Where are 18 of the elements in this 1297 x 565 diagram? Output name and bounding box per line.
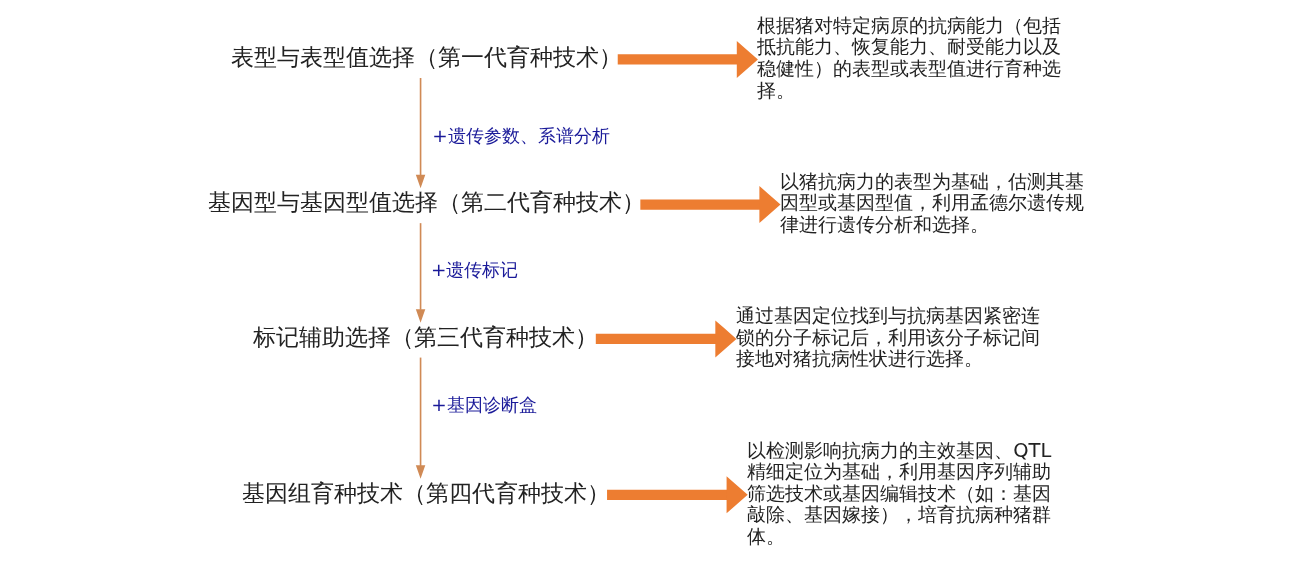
edge-label: +遗传标记 xyxy=(431,259,519,281)
arrow xyxy=(415,356,426,479)
node-text: 基因组育种技术（第四代育种技术） xyxy=(241,479,610,506)
node-text: 通过基因定位找到与抗病基因紧密连锁的分子标记后，利用该分子标记间接地对猪抗病性状进行选择。 xyxy=(735,304,1040,371)
arrow xyxy=(415,222,426,323)
node-text: 根据猪对特定病原的抗病能力（包括抵抗能力、恢复能力、耐受能力以及稳健性）的表型或表型值进行育种选择。 xyxy=(757,13,1062,102)
arrow xyxy=(640,186,781,224)
node-text: 表型与表型值选择（第一代育种技术） xyxy=(230,44,622,71)
arrow xyxy=(607,476,748,514)
node-text: 标记辅助选择（第三代育种技术） xyxy=(252,323,598,350)
arrow xyxy=(617,40,758,78)
arrow xyxy=(415,77,426,189)
node-text: 以检测影响抗病力的主效基因、QTL精细定位为基础，利用基因序列辅助筛选技术或基因编辑技术（如：基因敲除、基因嫁接），培育抗病种猪群体。 xyxy=(747,438,1052,548)
arrow xyxy=(595,320,737,358)
edge-label: +遗传参数、系谱分析 xyxy=(432,124,610,146)
edge-label: +基因诊断盒 xyxy=(431,393,537,415)
node-text: 基因型与基因型值选择（第二代育种技术） xyxy=(208,189,646,216)
node-text: 以猪抗病力的表型为基础，估测其基因型或基因型值，利用孟德尔遗传规律进行遗传分析和选择。 xyxy=(780,169,1085,236)
